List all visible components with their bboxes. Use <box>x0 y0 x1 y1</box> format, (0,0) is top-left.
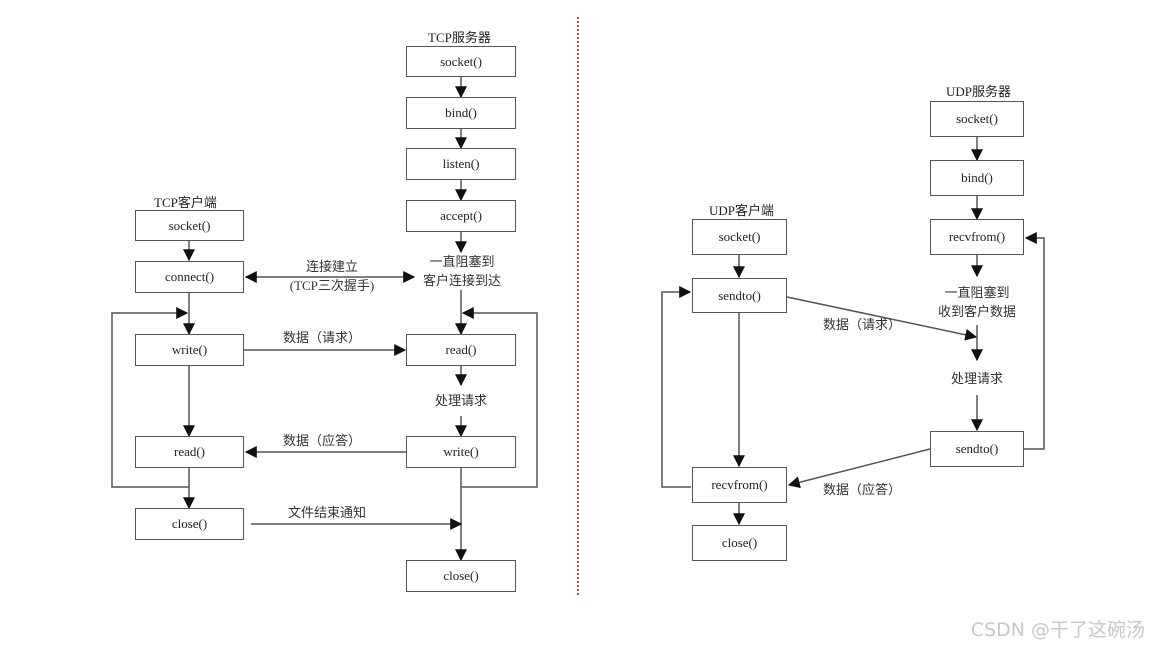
udp-server-recvfrom-box: recvfrom() <box>930 219 1024 255</box>
tcp-eof-label: 文件结束通知 <box>287 505 366 520</box>
tcp-block-note-line2: 客户连接到达 <box>422 273 501 288</box>
udp-client-recvfrom-box: recvfrom() <box>692 467 787 503</box>
tcp-handshake-line1: 连接建立 <box>305 259 358 274</box>
tcp-block-note-line1: 一直阻塞到 <box>429 254 495 269</box>
tcp-server-block-note: 一直阻塞到 客户连接到达 <box>410 252 514 290</box>
section-divider <box>577 17 579 595</box>
tcp-server-accept-box: accept() <box>406 200 516 232</box>
tcp-client-socket-box: socket() <box>135 210 244 241</box>
tcp-client-read-box: read() <box>135 436 244 468</box>
tcp-client-write-box: write() <box>135 334 244 366</box>
udp-server-loop <box>1024 232 1045 450</box>
client-loop <box>111 307 189 488</box>
tcp-server-title: TCP服务器 <box>428 30 491 45</box>
tcp-server-close-box: close() <box>406 560 516 592</box>
tcp-reply-label: 数据（应答） <box>282 433 361 448</box>
tcp-client-connect-box: connect() <box>135 261 244 293</box>
udp-server-block-note: 一直阻塞到 收到客户数据 <box>925 283 1029 321</box>
tcp-server-bind-box: bind() <box>406 97 516 129</box>
udp-client-sendto-box: sendto() <box>692 278 787 313</box>
udp-server-sendto-box: sendto() <box>930 431 1024 467</box>
udp-server-title: UDP服务器 <box>946 84 1012 99</box>
server-loop <box>461 307 538 488</box>
udp-request-label: 数据（请求） <box>822 317 901 332</box>
tcp-server-listen-box: listen() <box>406 148 516 180</box>
tcp-handshake-line2: (TCP三次握手) <box>289 278 375 293</box>
udp-server-process-label: 处理请求 <box>950 371 1003 386</box>
tcp-request-label: 数据（请求） <box>282 330 361 345</box>
tcp-server-socket-box: socket() <box>406 46 516 77</box>
tcp-server-process-label: 处理请求 <box>434 393 487 408</box>
arrow-udp-reply <box>787 448 931 489</box>
arrow-udp-request <box>786 296 978 341</box>
udp-client-loop <box>661 286 692 488</box>
udp-server-bind-box: bind() <box>930 160 1024 196</box>
tcp-client-close-box: close() <box>135 508 244 540</box>
tcp-handshake-label: 连接建立 (TCP三次握手) <box>272 257 392 295</box>
udp-block-note-line1: 一直阻塞到 <box>944 285 1010 300</box>
watermark: CSDN @干了这碗汤 <box>970 619 1145 641</box>
udp-server-socket-box: socket() <box>930 101 1024 137</box>
udp-block-note-line2: 收到客户数据 <box>937 304 1016 319</box>
tcp-server-write-box: write() <box>406 436 516 468</box>
udp-reply-label: 数据（应答） <box>822 482 901 497</box>
udp-client-close-box: close() <box>692 525 787 561</box>
tcp-client-title: TCP客户端 <box>154 195 217 210</box>
udp-client-title: UDP客户端 <box>709 203 775 218</box>
udp-client-socket-box: socket() <box>692 219 787 255</box>
tcp-server-read-box: read() <box>406 334 516 366</box>
